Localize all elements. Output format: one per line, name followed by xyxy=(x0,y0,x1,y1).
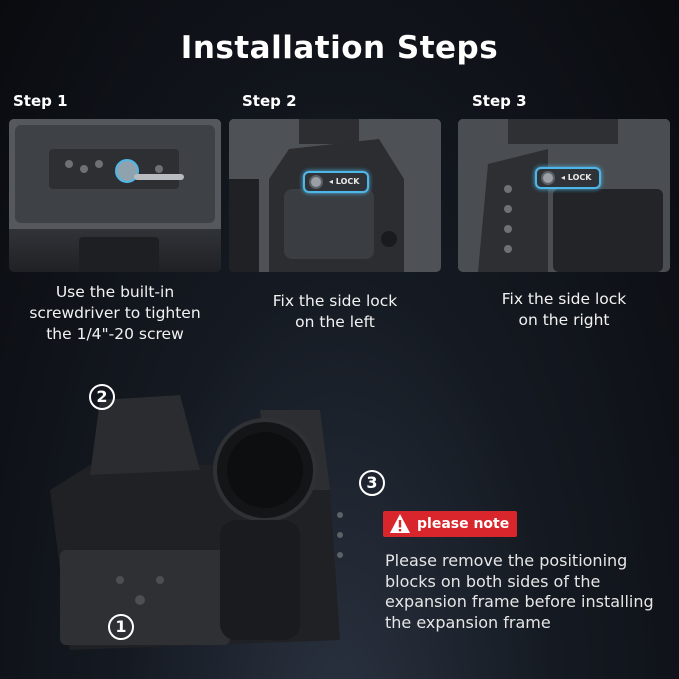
lock-knob-icon xyxy=(309,175,323,189)
step-2-caption: Fix the side lock on the left xyxy=(272,292,398,331)
step-2-label: Step 2 xyxy=(242,92,297,110)
step-1-label: Step 1 xyxy=(13,92,68,110)
callout-1: 1 xyxy=(108,614,134,640)
step-3-label: Step 3 xyxy=(472,92,527,110)
warning-icon xyxy=(390,514,410,533)
step-3-photo: ◂ LOCK xyxy=(458,119,670,272)
step-1-photo xyxy=(9,119,221,272)
step-2-lock-tag: ◂ LOCK xyxy=(303,171,370,193)
callout-2: 2 xyxy=(89,384,115,410)
callout-3: 3 xyxy=(359,470,385,496)
step-2-photo: ◂ LOCK xyxy=(229,119,441,272)
lock-knob-icon xyxy=(541,171,555,185)
step-1-caption: Use the built-in screwdriver to tighten … xyxy=(29,283,201,343)
step-3-caption: Fix the side lock on the right xyxy=(501,290,627,329)
page-title: Installation Steps xyxy=(180,30,499,66)
note-text: Please remove the positioning blocks on … xyxy=(385,551,654,632)
camera-cage-image xyxy=(50,395,343,650)
step-3-lock-tag: ◂ LOCK xyxy=(535,167,602,189)
please-note-badge: please note xyxy=(383,511,518,537)
